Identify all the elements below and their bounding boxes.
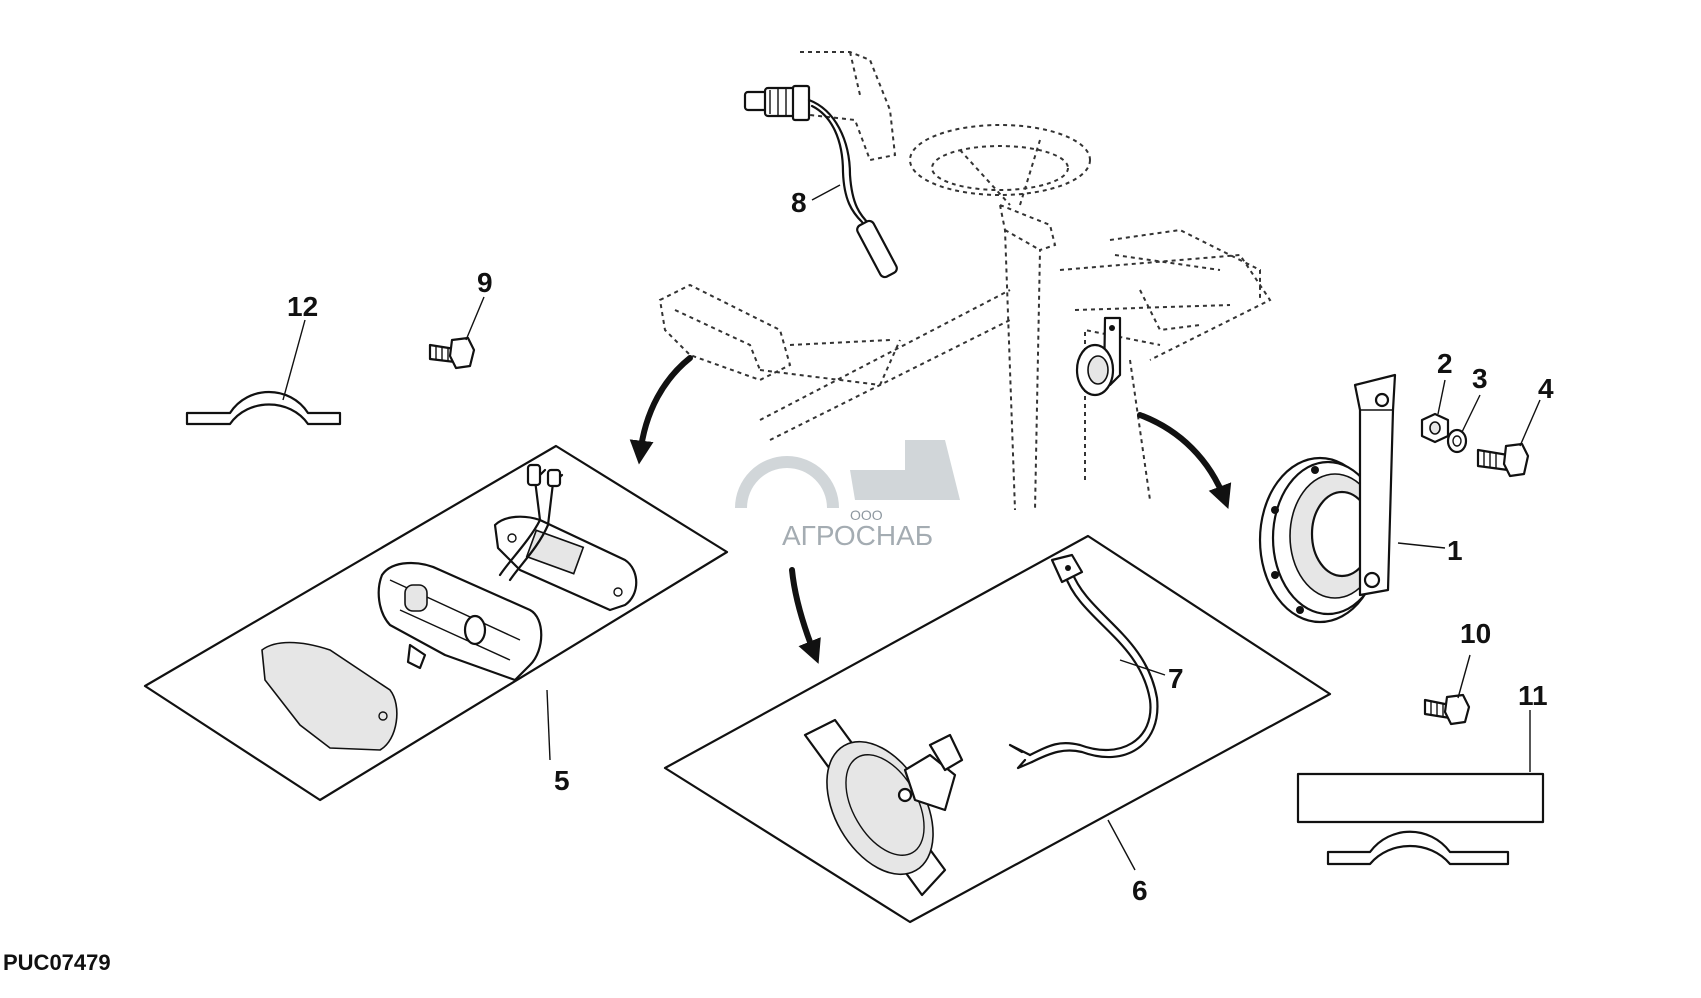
agrosnab-watermark: ООО АГРОСНАБ <box>735 440 960 551</box>
watermark-name: АГРОСНАБ <box>782 520 933 551</box>
callout-10: 10 <box>1460 618 1491 649</box>
horn-part <box>1258 373 1397 624</box>
screw-10-part <box>1423 693 1471 726</box>
tractor-outline-dashed <box>658 51 1272 511</box>
callout-8: 8 <box>791 187 807 218</box>
callout-6: 6 <box>1132 875 1148 906</box>
callout-12: 12 <box>287 291 318 322</box>
callout-7: 7 <box>1168 663 1184 694</box>
bolt-part <box>1476 442 1530 478</box>
callout-2: 2 <box>1437 348 1453 379</box>
callout-11: 11 <box>1518 680 1548 711</box>
assembly-arrows <box>629 355 1232 664</box>
callout-4: 4 <box>1538 373 1554 404</box>
diagram-code: PUC07479 <box>3 950 111 975</box>
temperature-sensor-part <box>743 84 898 279</box>
watermark-prefix: ООО <box>850 507 883 523</box>
callout-9: 9 <box>477 267 493 298</box>
callout-leaders <box>282 184 1541 871</box>
screw-9-part <box>428 336 476 370</box>
callout-3: 3 <box>1472 363 1488 394</box>
bracket-bar-part <box>1296 772 1545 866</box>
callout-1: 1 <box>1447 535 1463 566</box>
headlamp-kit-panel <box>663 534 1332 924</box>
callout-5: 5 <box>554 765 570 796</box>
side-lamp-kit-panel <box>143 444 729 802</box>
washer-part <box>1446 428 1468 454</box>
nut-part <box>1420 412 1450 444</box>
callout-labels: 1 2 3 4 5 6 7 8 9 10 11 12 <box>287 187 1554 906</box>
bracket-part <box>185 391 342 426</box>
horn-installed-part <box>1075 316 1122 397</box>
